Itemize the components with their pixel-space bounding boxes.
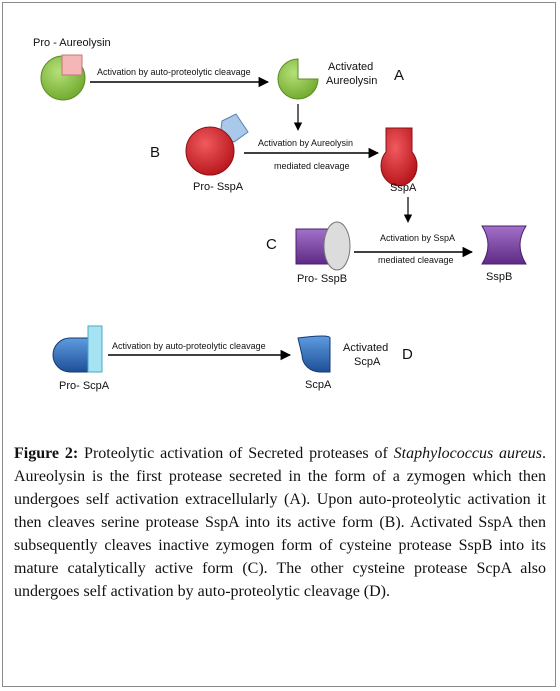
sspb-label: SspB <box>486 271 512 283</box>
arrow-d-label: Activation by auto-proteolytic cleavage <box>112 341 266 351</box>
figure-label: Figure 2: <box>14 445 79 462</box>
caption-text-1: Proteolytic activation of Secreted prote… <box>78 445 394 462</box>
arrow-b-label-1: Activation by Aureolysin <box>258 138 353 148</box>
sspb-shape <box>481 225 527 265</box>
arrow-b-label-2: mediated cleavage <box>274 161 350 171</box>
caption-text-2: . Aureolysin is the first protease secre… <box>14 445 546 600</box>
activated-aureolysin-label-1: Activated <box>328 61 373 73</box>
activated-scpa-label-2: ScpA <box>354 356 381 368</box>
arrow-c-label-2: mediated cleavage <box>378 255 454 265</box>
scpa-shape <box>297 335 331 373</box>
pro-sspa-shape <box>185 113 249 176</box>
pro-aureolysin-label: Pro - Aureolysin <box>33 37 111 49</box>
panel-letter-b: B <box>150 144 160 161</box>
pro-sspa-label: Pro- SspA <box>193 181 244 193</box>
pro-sspb-shape <box>295 221 351 271</box>
pro-sspb-label: Pro- SspB <box>297 273 347 285</box>
pro-aureolysin-shape <box>40 54 86 101</box>
activated-aureolysin-label-2: Aureolysin <box>326 75 377 87</box>
activated-aureolysin-shape <box>277 58 319 100</box>
proteolytic-activation-diagram: Pro - Aureolysin Activation by auto-prot… <box>33 37 527 392</box>
panel-letter-c: C <box>266 236 277 253</box>
arrow-c-label-1: Activation by SspA <box>380 233 455 243</box>
panel-letter-a: A <box>394 67 404 84</box>
arrow-a-label: Activation by auto-proteolytic cleavage <box>97 67 251 77</box>
activated-scpa-label-1: Activated <box>343 342 388 354</box>
panel-letter-d: D <box>402 346 413 363</box>
scpa-label: ScpA <box>305 379 332 391</box>
pro-scpa-label: Pro- ScpA <box>59 380 110 392</box>
pro-scpa-shape <box>52 325 103 373</box>
sspa-label: SspA <box>390 182 417 194</box>
caption-species: Staphylococcus aureus <box>393 445 542 462</box>
sspa-shape <box>380 127 418 187</box>
figure-caption: Figure 2: Proteolytic activation of Secr… <box>14 442 546 603</box>
